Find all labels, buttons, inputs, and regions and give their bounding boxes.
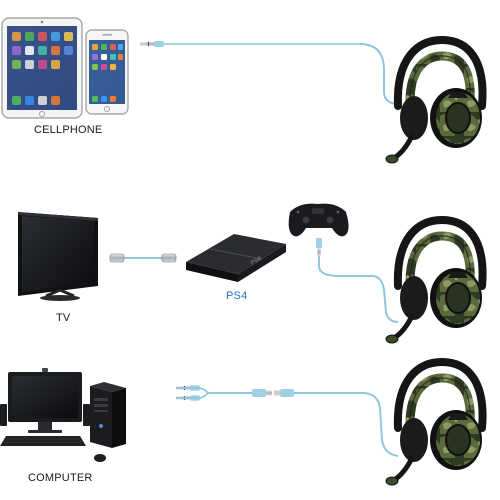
cellphone-row	[1, 17, 483, 163]
desktop-computer-icon	[0, 368, 126, 462]
gaming-headset-icon	[386, 220, 483, 343]
audio-cable-icon	[140, 41, 397, 105]
ps4-console-icon: PS4	[186, 234, 286, 282]
cellphone-label: CELLPHONE	[34, 124, 103, 136]
audio-splitter-cable-icon	[176, 385, 399, 457]
tv-icon	[18, 212, 98, 301]
ps4-label: PS4	[226, 290, 248, 302]
computer-label: COMPUTER	[28, 472, 93, 484]
tv-label: TV	[56, 312, 71, 324]
smartphone-icon	[85, 29, 129, 115]
audio-cable-icon	[316, 238, 399, 323]
gamepad-icon	[288, 203, 349, 237]
tablet-icon	[1, 17, 83, 119]
hdmi-cable-icon	[109, 253, 177, 263]
gaming-headset-icon	[386, 40, 483, 163]
gaming-headset-icon	[386, 362, 483, 485]
computer-row	[0, 362, 483, 485]
ps4-console-logo: PS4	[250, 256, 263, 267]
tv-ps4-row: PS4	[18, 203, 483, 343]
